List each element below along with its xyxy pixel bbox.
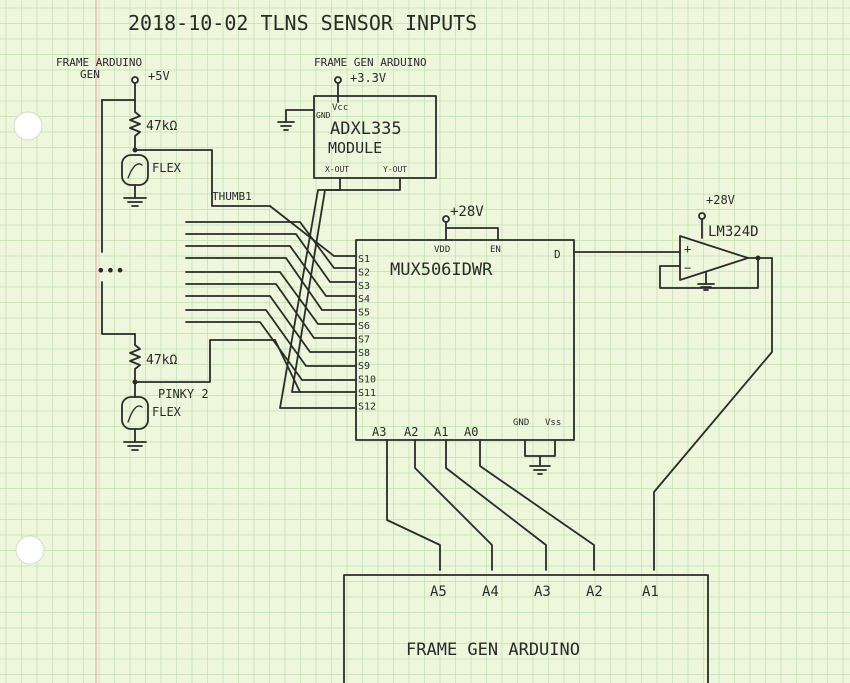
top-flex-label: FLEX: [152, 161, 182, 175]
top-resistor-symbol: [101, 82, 141, 149]
opamp-output-wire: [653, 257, 773, 571]
opamp-name: LM324D: [708, 224, 759, 240]
pinky-label: PINKY 2: [158, 387, 209, 401]
left-rail: [101, 99, 136, 335]
mux-input-s6: S6: [358, 321, 370, 332]
sensor-lead-line: [185, 283, 357, 339]
mux-input-s2: S2: [358, 267, 370, 278]
adxl-gnd-pin: GND: [316, 111, 331, 120]
arduino-pin-a1: A1: [642, 584, 659, 600]
arduino-pin-a5: A5: [430, 584, 447, 600]
adxl335-module: [313, 95, 437, 179]
arduino-pin-a4: A4: [482, 584, 499, 600]
mux-input-s3: S3: [358, 281, 370, 292]
sensor-lead-line: [185, 257, 357, 311]
bottom-resistor-symbol: [129, 333, 141, 381]
mux-addr-a3: A3: [372, 425, 386, 439]
sensor-lead-line: [185, 321, 357, 381]
adxl-name: ADXL335: [330, 119, 402, 139]
top-power-label-2: GEN: [80, 68, 100, 81]
yout-wire: [279, 177, 401, 409]
sensor-lead-line: [185, 221, 357, 269]
mux506idwr-chip: [355, 239, 575, 441]
top-power-voltage: +5V: [148, 69, 170, 83]
adxl-power-voltage: +3.3V: [350, 71, 386, 85]
mux-vdd-pin: VDD: [434, 245, 450, 255]
adxl-ground: [277, 109, 315, 131]
opamp-ground: [697, 271, 715, 291]
adxl-power: FRAME GEN ARDUINO +3.3V: [314, 56, 427, 103]
addr-a0-wire: [479, 439, 595, 571]
sensor-lead-line: [185, 295, 357, 353]
binder-hole-bottom: [15, 535, 45, 565]
ellipsis-dots: •••: [96, 261, 125, 280]
thumb-lead-to-s1: [269, 205, 357, 257]
adxl-yout-pin: Y-OUT: [383, 165, 407, 174]
mux-input-s7: S7: [358, 334, 370, 345]
arduino-pins: A5 A4 A3 A2 A1: [430, 584, 659, 600]
mux-input-s11: S11: [358, 388, 376, 399]
mux-d-pin: D: [554, 248, 561, 261]
mux-supply-voltage: +28V: [450, 204, 484, 220]
mux-input-s9: S9: [358, 361, 370, 372]
mux-en-pin: EN: [490, 245, 501, 255]
sensor-lead-line: [185, 245, 357, 297]
adxl-power-label: FRAME GEN ARDUINO: [314, 56, 427, 69]
bottom-resistor-value: 47kΩ: [146, 353, 177, 368]
arduino-box: [343, 574, 709, 683]
mux-addr-a1: A1: [434, 425, 448, 439]
addr-a3-wire: [386, 439, 441, 571]
arduino-pin-a2: A2: [586, 584, 603, 600]
arduino-name: FRAME GEN ARDUINO: [406, 640, 580, 660]
top-resistor-value: 47kΩ: [146, 119, 177, 134]
arduino-pin-a3: A3: [534, 584, 551, 600]
adxl-xout-pin: X-OUT: [325, 165, 349, 174]
top-power-label-1: FRAME ARDUINO: [56, 56, 142, 69]
opamp-feedback-wire: [659, 257, 759, 289]
opamp-minus-input: −: [684, 261, 691, 275]
opamp-plus-input: +: [684, 242, 691, 256]
mux-addr-a2: A2: [404, 425, 418, 439]
adxl-vcc-pin: Vcc: [332, 103, 348, 113]
mux-gnd-pin: GND: [513, 418, 529, 428]
mux-input-s5: S5: [358, 308, 370, 319]
mux-address-pins: A3 A2 A1 A0: [372, 425, 478, 439]
lm324d-opamp: [679, 235, 749, 281]
sensor-lead-lines: [185, 205, 357, 393]
top-power-source: FRAME ARDUINO GEN +5V: [56, 56, 170, 84]
mux-input-s10: S10: [358, 375, 376, 386]
addr-a2-wire: [414, 439, 493, 571]
mux-ground: [524, 439, 556, 475]
mux-input-s1: S1: [358, 254, 370, 265]
page-title: 2018-10-02 TLNS SENSOR INPUTS: [128, 11, 477, 35]
sensor-lead-line: [185, 309, 357, 367]
mux-vss-pin: Vss: [545, 418, 561, 428]
mux-addr-a0: A0: [464, 425, 478, 439]
thumb-label: THUMB1: [212, 190, 252, 203]
mux-input-s4: S4: [358, 294, 370, 305]
opamp-supply-voltage: +28V: [706, 193, 735, 207]
binder-hole-top: [13, 111, 43, 141]
thumb-wire-1: [134, 149, 271, 207]
addr-a1-wire: [445, 439, 547, 571]
mux-name: MUX506IDWR: [390, 260, 493, 280]
adxl-module-label: MODULE: [328, 139, 382, 157]
mux-input-s8: S8: [358, 348, 370, 359]
mux-input-s12: S12: [358, 401, 376, 412]
bottom-flex-label: FLEX: [152, 405, 182, 419]
bottom-flex-sensor: [121, 381, 149, 451]
top-flex-sensor: [121, 154, 149, 207]
mux-supply-wire: [445, 221, 499, 241]
pinky-wire: [134, 339, 276, 383]
